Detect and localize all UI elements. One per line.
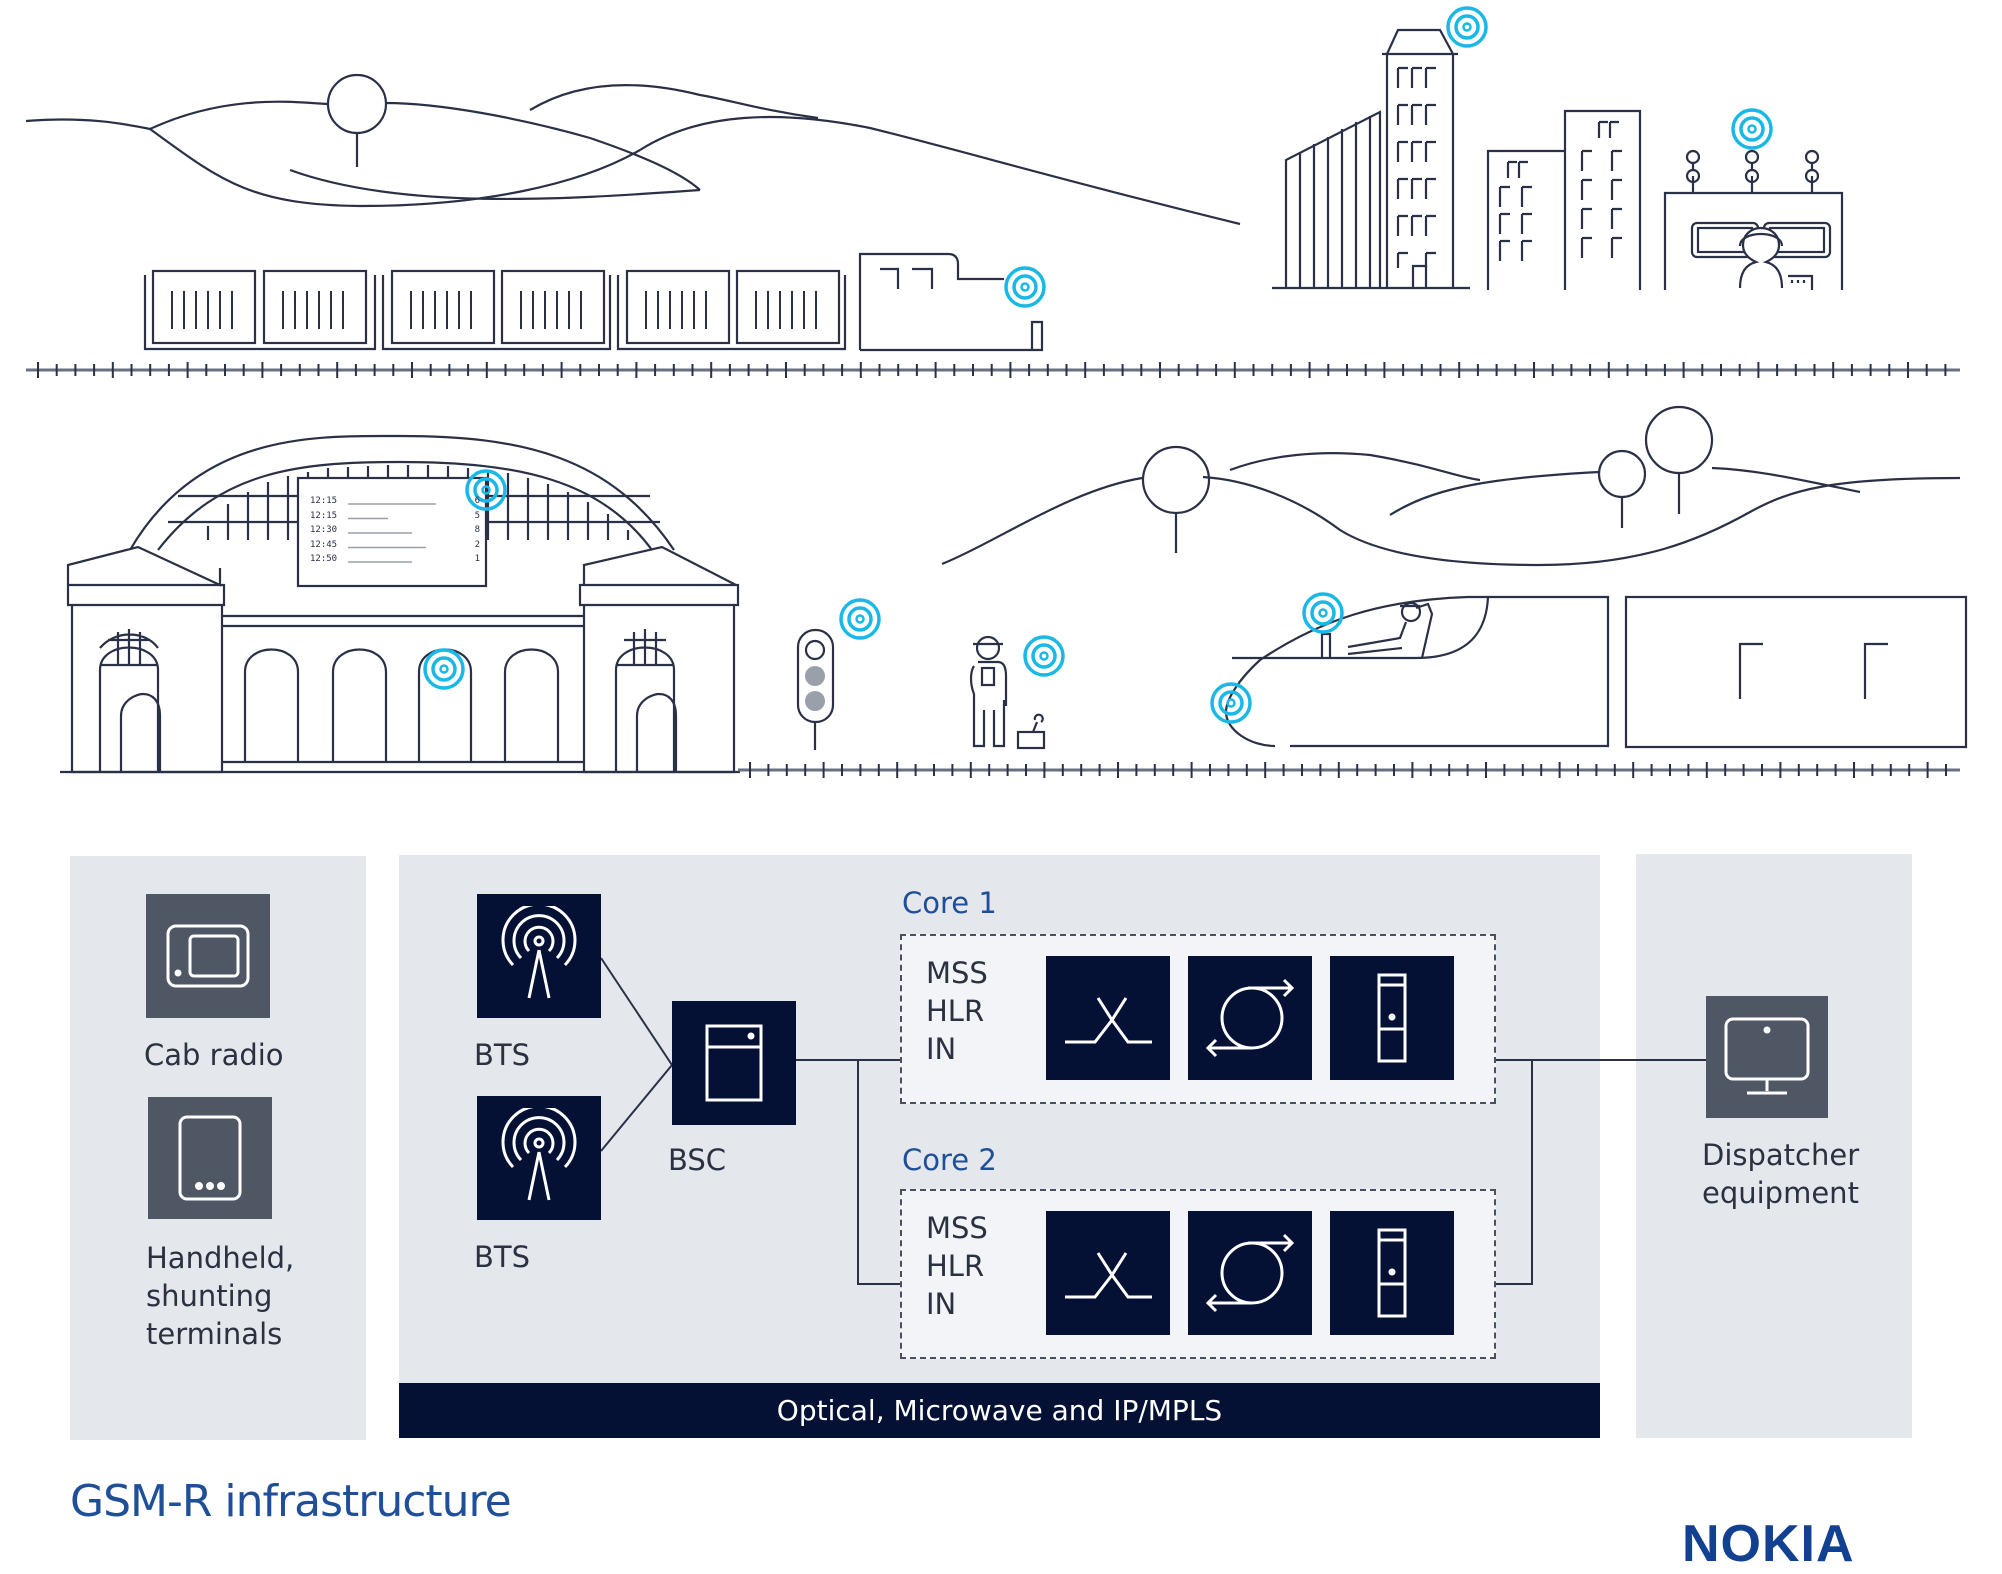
cab-radio-label: Cab radio: [144, 1038, 284, 1072]
bts-label-2: BTS: [474, 1240, 531, 1274]
hlr-tile[interactable]: [1188, 956, 1312, 1080]
msc-switch-tile[interactable]: [1046, 1211, 1170, 1335]
nokia-logo: NOKIA: [1682, 1515, 1855, 1573]
tree: [1644, 405, 1714, 475]
bts-tile-2[interactable]: [477, 1096, 601, 1220]
exchange-cycle-icon: [1205, 1233, 1295, 1313]
antenna-icon: [501, 906, 577, 999]
core-2-box[interactable]: MSS HLR IN: [900, 1189, 1496, 1359]
handheld-icon: [178, 1115, 242, 1201]
monitor-icon: [1724, 1017, 1810, 1095]
transport-network-bar: Optical, Microwave and IP/MPLS: [399, 1383, 1600, 1438]
switch-crossover-icon: [1065, 1252, 1152, 1299]
hills-top-left: [25, 73, 1241, 226]
bts-label-1: BTS: [474, 1038, 531, 1072]
city-buildings: [1272, 6, 1642, 290]
freight-train: [143, 252, 1046, 352]
core-1-box[interactable]: MSS HLR IN: [900, 934, 1496, 1104]
tree: [1597, 449, 1647, 499]
core-2-title: Core 2: [902, 1143, 997, 1177]
server-tower-icon: [1377, 973, 1407, 1063]
msc-switch-tile[interactable]: [1046, 956, 1170, 1080]
switch-crossover-icon: [1065, 997, 1152, 1044]
tree: [1141, 445, 1211, 515]
dispatcher-tile[interactable]: [1706, 996, 1828, 1118]
antenna-icon: [501, 1108, 577, 1201]
railway-scene-illustration: [25, 6, 1968, 778]
railway-station: [60, 434, 740, 774]
dispatcher-label: Dispatcher equipment: [1702, 1138, 1860, 1210]
trackside-worker: [969, 635, 1065, 750]
railway-track-bottom: [738, 762, 1960, 778]
cab-radio-tile[interactable]: [146, 894, 270, 1018]
in-server-tile[interactable]: [1330, 1211, 1454, 1335]
tree: [326, 73, 388, 135]
dispatch-centre: [1663, 108, 1844, 290]
server-cabinet-icon: [705, 1024, 763, 1102]
handheld-tile[interactable]: [148, 1097, 272, 1219]
bts-tile-1[interactable]: [477, 894, 601, 1018]
server-tower-icon: [1377, 1228, 1407, 1318]
high-speed-train: [1210, 592, 1968, 749]
hlr-tile[interactable]: [1188, 1211, 1312, 1335]
cab-radio-icon: [166, 924, 250, 988]
exchange-cycle-icon: [1205, 978, 1295, 1058]
core-1-title: Core 1: [902, 886, 997, 920]
railway-track-top: [26, 362, 1960, 378]
diagram-title: GSM-R infrastructure: [70, 1476, 512, 1527]
core-1-functions: MSS HLR IN: [926, 956, 988, 1066]
trackside-signal: [796, 598, 881, 750]
bsc-tile[interactable]: [672, 1001, 796, 1125]
core-2-functions: MSS HLR IN: [926, 1211, 988, 1321]
hills-bottom: [941, 405, 1961, 567]
in-server-tile[interactable]: [1330, 956, 1454, 1080]
bsc-label: BSC: [668, 1143, 727, 1177]
handheld-label: Handheld, shunting terminals: [146, 1241, 295, 1351]
